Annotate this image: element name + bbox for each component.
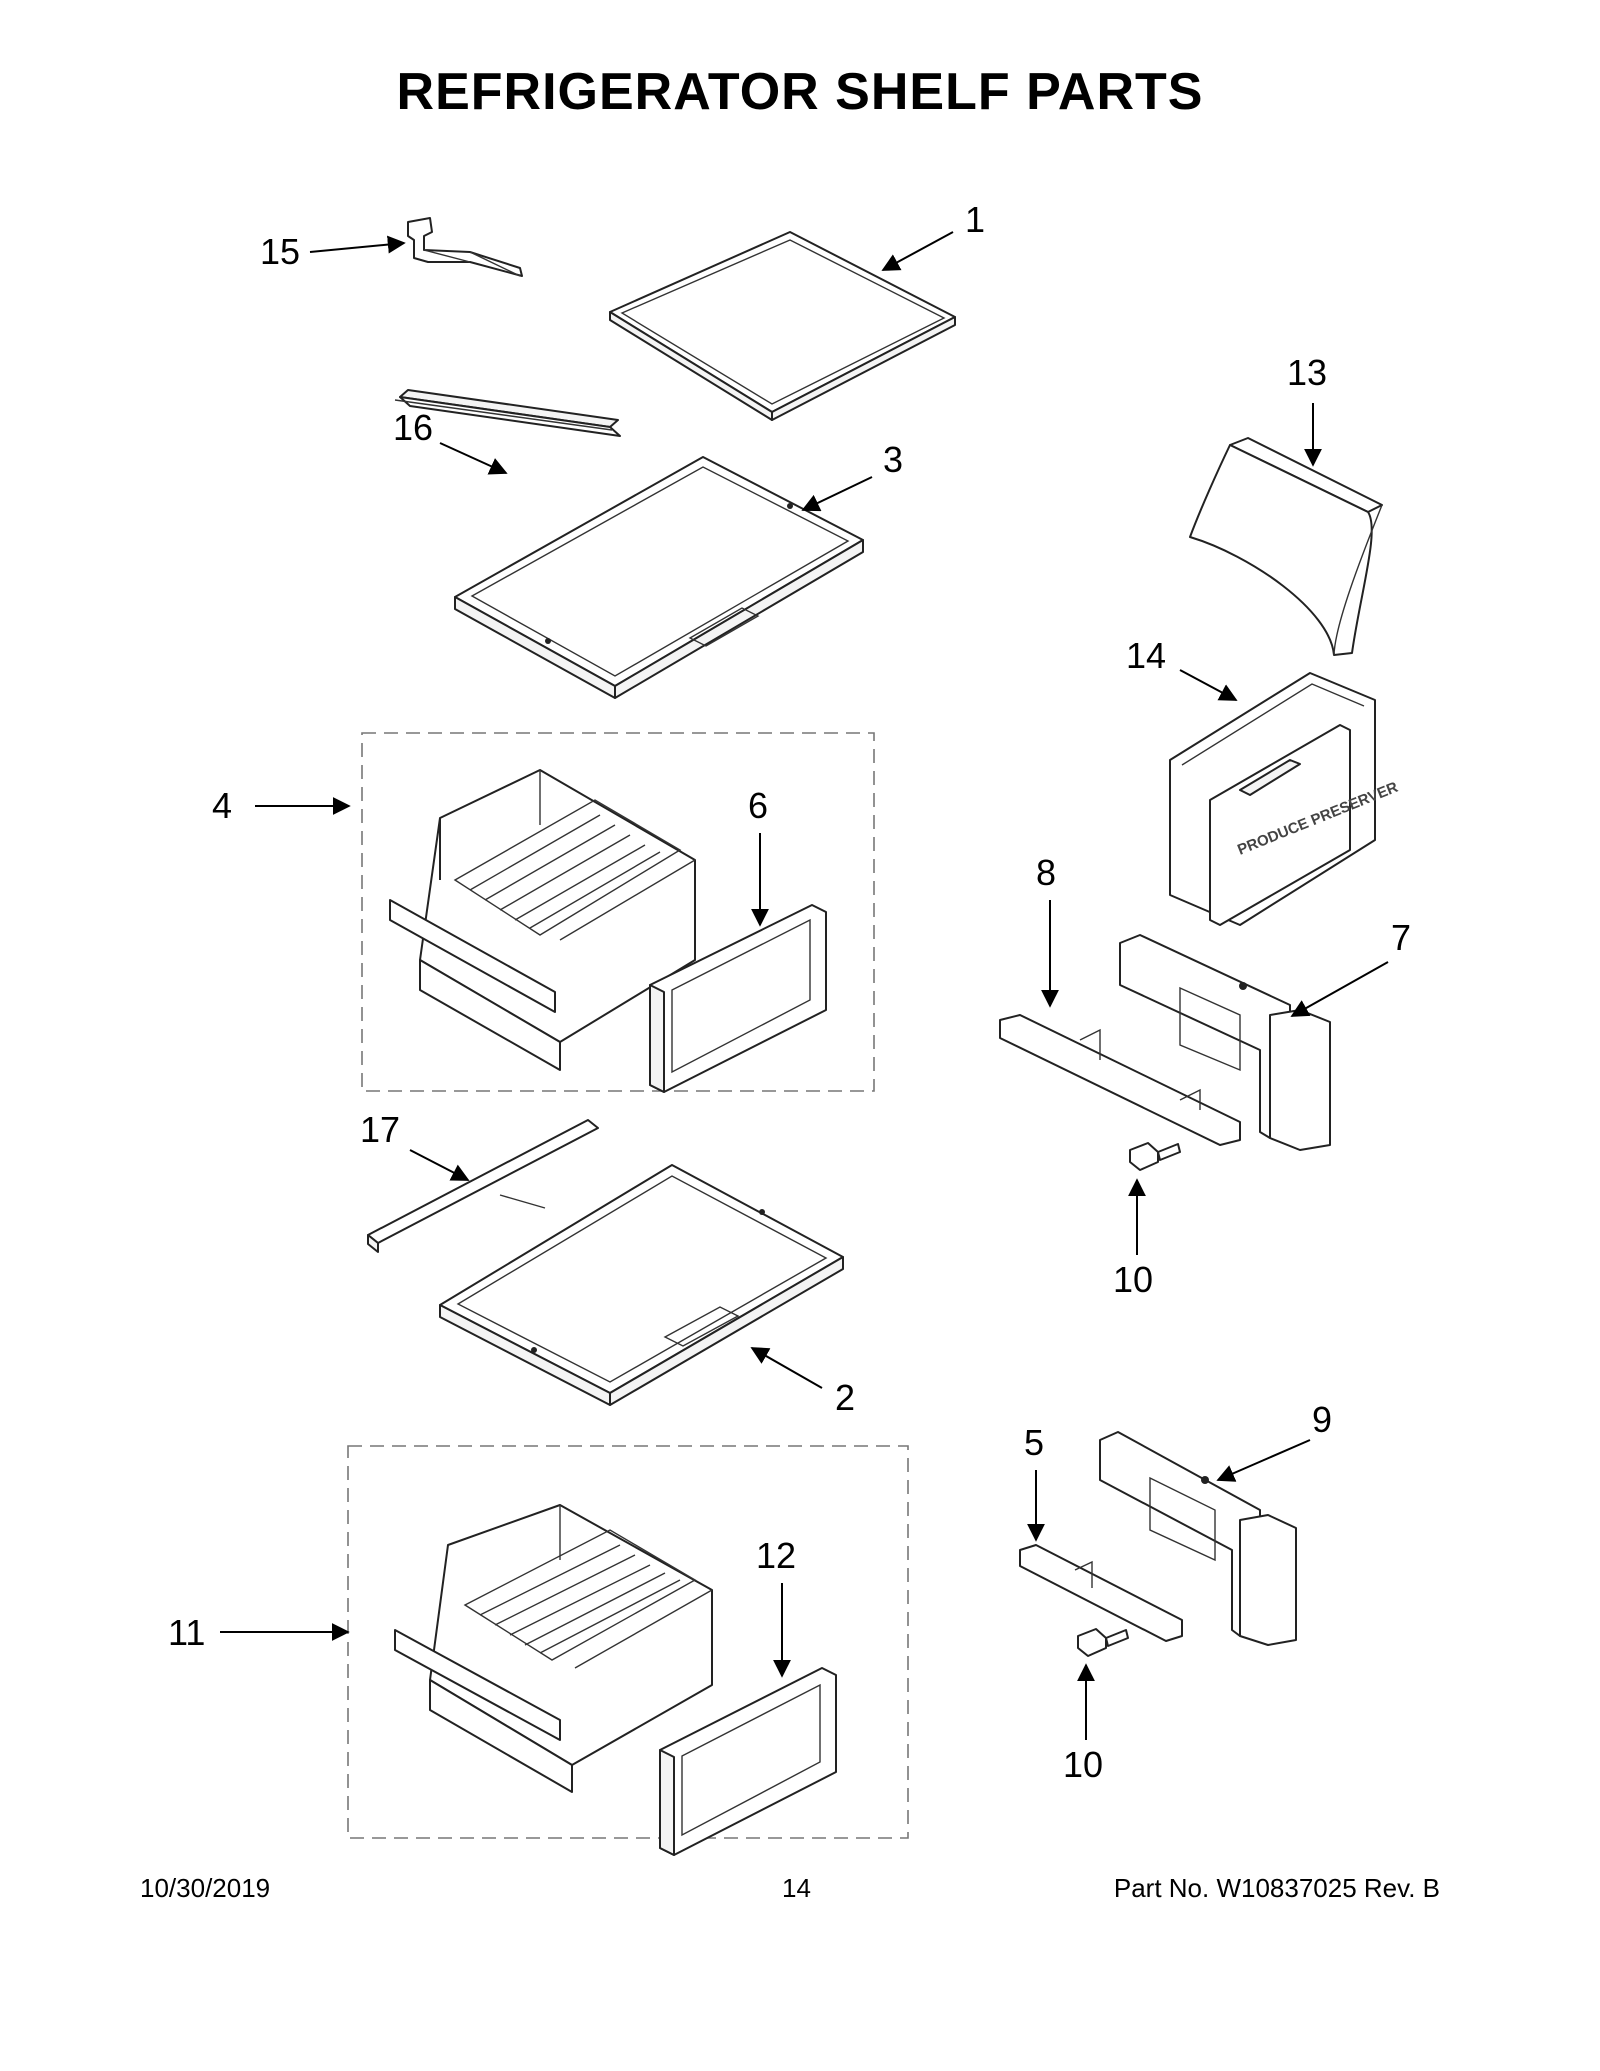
callout-5: 5: [1024, 1422, 1044, 1463]
callout-1: 1: [965, 199, 985, 240]
footer-page-number: 14: [782, 1873, 811, 1903]
callout-8: 8: [1036, 852, 1056, 893]
part-4-crisper-drawer: [389, 769, 696, 1071]
assembly-11-outline: [347, 1445, 909, 1839]
part-10-screw-upper: [1129, 1142, 1181, 1171]
assembly-4-outline: [361, 732, 875, 1092]
part-8-slide-rail: [999, 1014, 1241, 1146]
callout-10-upper: 10: [1113, 1259, 1153, 1300]
part-15-shelf-bracket: [407, 217, 523, 277]
part-13-crisper-cover: [1189, 437, 1383, 656]
callout-6: 6: [748, 785, 768, 826]
part-12-drawer-cover: [659, 1667, 837, 1856]
part-3-shelf-frame: [454, 456, 864, 699]
part-5-slide-rail: [1019, 1544, 1183, 1642]
callout-16: 16: [393, 407, 433, 448]
part-6-drawer-cover: [649, 904, 827, 1093]
leader-1: [881, 231, 954, 271]
page-title: REFRIGERATOR SHELF PARTS: [396, 63, 1204, 121]
callout-4: 4: [212, 785, 232, 826]
callout-13: 13: [1287, 352, 1327, 393]
callout-14: 14: [1126, 635, 1166, 676]
part-1-glass-shelf: [609, 231, 956, 421]
callout-17: 17: [360, 1109, 400, 1150]
callout-9: 9: [1312, 1399, 1332, 1440]
callout-2: 2: [835, 1377, 855, 1418]
leader-16: [439, 442, 508, 475]
leader-17: [409, 1149, 470, 1181]
part-10-screw-lower: [1077, 1628, 1129, 1657]
callout-15: 15: [260, 231, 300, 272]
callout-12: 12: [756, 1535, 796, 1576]
leader-14: [1179, 669, 1238, 701]
callout-7: 7: [1391, 917, 1411, 958]
part-17-shelf-trim: [367, 1119, 599, 1253]
callout-11: 11: [168, 1612, 205, 1653]
footer-part-number: Part No. W10837025 Rev. B: [1113, 1873, 1440, 1903]
callout-3: 3: [883, 439, 903, 480]
part-11-crisper-drawer: [394, 1504, 713, 1793]
part-2-shelf-frame: [439, 1164, 844, 1406]
part-7-drawer-support: [1119, 934, 1331, 1151]
callout-10-lower: 10: [1063, 1744, 1103, 1785]
callout-numbers: 15 1 16 3 13 14 4 6 8 7 10 17 2 5 9 12 1…: [168, 199, 1411, 1785]
leader-arrows: [220, 231, 1389, 1740]
footer-date: 10/30/2019: [140, 1873, 271, 1903]
leader-9: [1216, 1439, 1311, 1482]
leader-3: [801, 476, 873, 512]
part-9-drawer-support: [1099, 1431, 1297, 1646]
leader-7: [1290, 961, 1389, 1017]
part-16-shelf-trim: [394, 389, 621, 437]
part-14-produce-preserver: PRODUCE PRESERVER: [1169, 672, 1401, 926]
leader-15: [309, 235, 406, 254]
leader-2: [750, 1347, 823, 1389]
